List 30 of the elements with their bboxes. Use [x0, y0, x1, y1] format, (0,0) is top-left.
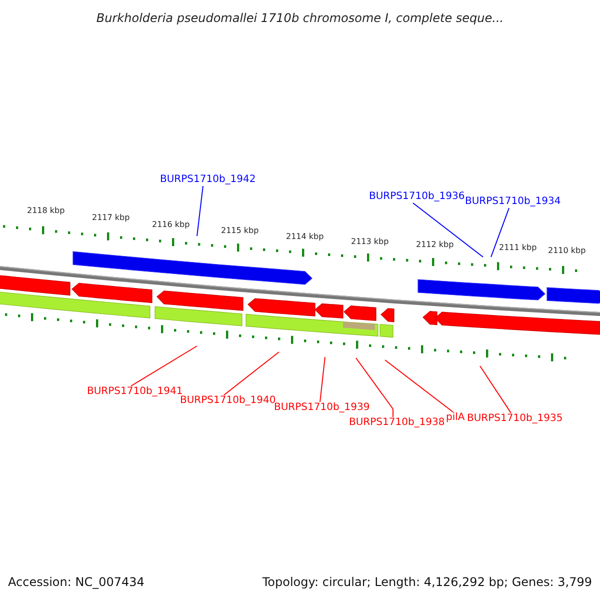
gene-label: BURPS1710b_1942 — [160, 174, 256, 186]
footer-text: Accession: NC_007434 — [8, 575, 144, 589]
scale-label: 2111 kbp — [499, 243, 537, 253]
leader-line — [224, 352, 280, 396]
gene-label: BURPS1710b_1941 — [87, 386, 183, 398]
scale-label: 2115 kbp — [221, 226, 259, 236]
leader-line — [196, 186, 204, 236]
leader-line — [490, 208, 510, 258]
gene-label: BURPS1710b_1939 — [274, 402, 370, 414]
map-title: Burkholderia pseudomallei 1710b chromosome I, complete seque... — [95, 10, 505, 26]
leader-line — [412, 202, 484, 258]
gene-label: BURPS1710b_1934 — [465, 196, 561, 208]
leader-line — [356, 358, 394, 418]
scale-label: 2116 kbp — [152, 220, 190, 230]
gene-label: BURPS1710b_1940 — [180, 395, 276, 407]
gene-label: BURPS1710b_1936 — [369, 191, 465, 203]
gene-label: BURPS1710b_1935 — [467, 413, 563, 425]
scale-label: 2117 kbp — [92, 213, 130, 223]
leader-line — [320, 356, 326, 402]
scale-label: 2112 kbp — [416, 240, 454, 250]
gene-label: BURPS1710b_1938 — [349, 417, 445, 429]
leader-line — [130, 346, 198, 386]
leader-line — [480, 366, 512, 414]
gene-label: pilA — [446, 412, 465, 424]
scale-label: 2114 kbp — [286, 232, 324, 242]
scale-label: 2113 kbp — [351, 237, 389, 247]
scale-label: 2110 kbp — [548, 246, 586, 256]
leader-line — [384, 360, 454, 412]
footer-text: Topology: circular; Length: 4,126,292 bp; Genes: 3,799 — [262, 575, 592, 589]
scale-label: 2118 kbp — [27, 206, 65, 216]
